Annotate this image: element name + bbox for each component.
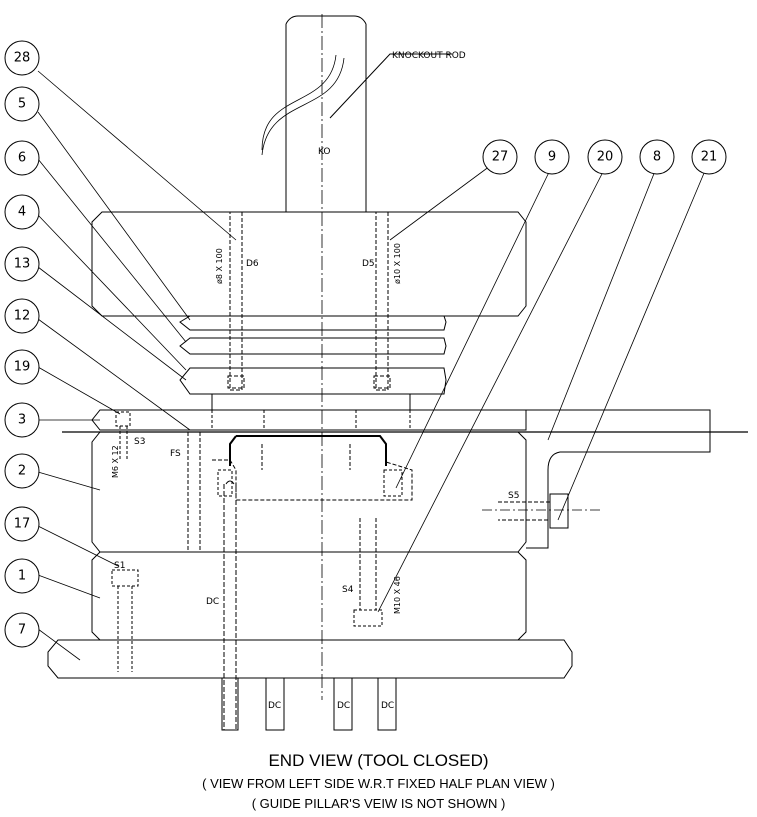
label-dc-3: DC: [381, 701, 394, 711]
svg-text:28: 28: [14, 51, 31, 66]
callout-2: 2: [4, 453, 40, 489]
callout-7: 7: [4, 612, 40, 648]
callout-5: 5: [4, 86, 40, 122]
callout-8: 8: [639, 139, 675, 175]
label-knockout-rod: KNOCKOUT ROD: [392, 51, 466, 61]
top-plate: [91, 211, 527, 317]
label-ko: KO: [318, 147, 331, 157]
label-dc-1: DC: [268, 701, 281, 711]
part-labels: KNOCKOUT ROD KO D6 D5 ø8 X 100 ø10 X 100…: [111, 51, 519, 711]
label-d6: D6: [246, 259, 259, 269]
svg-text:21: 21: [701, 150, 718, 165]
svg-text:17: 17: [14, 517, 31, 532]
callout-19: 19: [4, 349, 40, 385]
svg-text:20: 20: [597, 150, 614, 165]
svg-text:5: 5: [18, 97, 26, 112]
svg-text:1: 1: [18, 569, 26, 584]
label-d5: D5: [362, 259, 375, 269]
side-bolt: [482, 493, 600, 529]
plate-13: [179, 367, 447, 395]
screws: [111, 411, 139, 672]
svg-text:19: 19: [14, 360, 31, 375]
label-m6: M6 X 12: [111, 445, 120, 478]
label-dc-main: DC: [206, 597, 219, 607]
svg-text:2: 2: [18, 464, 26, 479]
label-pin-d8: ø8 X 100: [215, 248, 224, 284]
svg-text:6: 6: [18, 151, 26, 166]
label-dc-2: DC: [337, 701, 350, 711]
callout-12: 12: [4, 298, 40, 334]
callout-28: 28: [4, 40, 40, 76]
callout-1: 1: [4, 558, 40, 594]
knockout-rod: [261, 14, 452, 700]
svg-text:13: 13: [14, 257, 31, 272]
plate-5: [179, 315, 447, 331]
svg-text:8: 8: [653, 150, 661, 165]
callout-3: 3: [4, 402, 40, 438]
drawing-subtitle-view: ( VIEW FROM LEFT SIDE W.R.T FIXED HALF P…: [202, 776, 555, 791]
svg-text:4: 4: [18, 205, 26, 220]
bottom-clamp-plate: [47, 639, 573, 679]
svg-text:27: 27: [492, 150, 509, 165]
callout-27: 27: [482, 139, 518, 175]
svg-text:7: 7: [18, 623, 26, 638]
label-s5: S5: [508, 491, 519, 501]
callout-20: 20: [587, 139, 623, 175]
drawing-title: END VIEW (TOOL CLOSED): [268, 751, 489, 770]
callout-9: 9: [534, 139, 570, 175]
plate-4: [179, 337, 447, 355]
label-fs: FS: [170, 449, 181, 459]
callout-17: 17: [4, 506, 40, 542]
callout-4: 4: [4, 194, 40, 230]
callout-21: 21: [691, 139, 727, 175]
svg-text:12: 12: [14, 309, 31, 324]
label-s4: S4: [342, 585, 354, 595]
ejector-pins: [227, 211, 391, 391]
callout-circles: 28 5 6 4 13 12 19 3 2 17 1 7 27 9 20 8 2…: [4, 40, 727, 648]
bottom-pins: [221, 678, 397, 731]
leader-lines: [37, 70, 708, 661]
drawing-subtitle-note: ( GUIDE PILLAR'S VEIW IS NOT SHOWN ): [251, 796, 506, 811]
svg-text:3: 3: [18, 413, 26, 428]
stripper-plate: [91, 409, 527, 431]
core-back-plate: [91, 551, 527, 641]
label-m10: M10 X 46: [393, 576, 402, 614]
callout-13: 13: [4, 246, 40, 282]
svg-text:9: 9: [548, 150, 556, 165]
label-s1: S1: [114, 561, 125, 571]
label-s3: S3: [134, 437, 145, 447]
label-pin-d10: ø10 X 100: [393, 243, 402, 284]
callout-6: 6: [4, 140, 40, 176]
